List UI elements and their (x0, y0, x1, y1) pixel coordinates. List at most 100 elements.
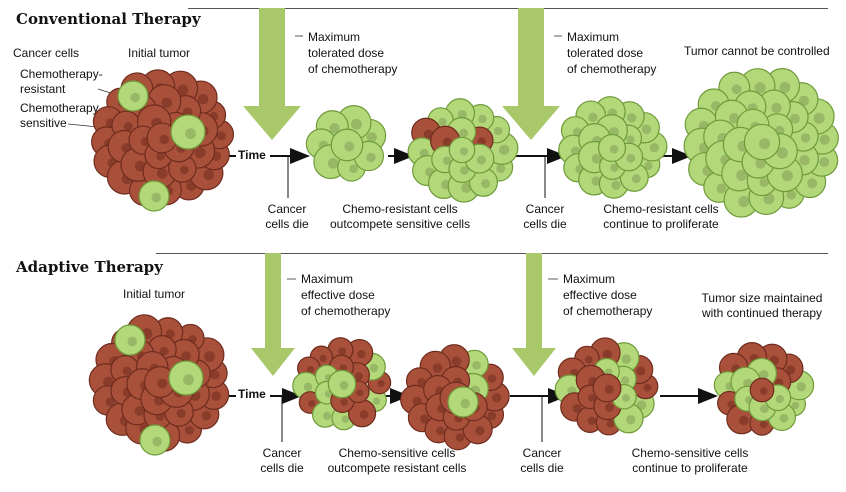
cell-nucleus (798, 95, 810, 107)
cell-nucleus (472, 360, 481, 370)
cell-nucleus (197, 93, 209, 105)
resistant-label-line2: resistant (20, 82, 66, 96)
cell-nucleus (354, 372, 363, 381)
cell-nucleus (813, 112, 825, 124)
cell-nucleus (105, 397, 115, 407)
cell-nucleus (641, 124, 652, 135)
cell-nucleus (727, 400, 735, 409)
dose-label-2-line1: Maximum (567, 30, 620, 44)
proliferate-label-adaptive-line2: continue to proliferate (632, 461, 748, 475)
cell-nucleus (357, 349, 366, 359)
cell-nucleus (716, 183, 727, 194)
cell-nucleus (604, 384, 614, 394)
cell-nucleus (417, 378, 426, 387)
cell-nucleus (572, 403, 582, 413)
adaptive-dose-label-1-line2: effective dose (301, 288, 375, 302)
cell-nucleus (496, 164, 506, 173)
post-dose-tumor-conventional-1 (305, 105, 387, 182)
cell-nucleus (359, 410, 369, 419)
outcome-label-adaptive-line1: Tumor size maintained (701, 291, 823, 305)
cell-nucleus (151, 192, 162, 203)
cell-nucleus (152, 436, 163, 447)
cell-nucleus (122, 366, 132, 376)
cell-nucleus (492, 393, 502, 403)
cell-nucleus (636, 366, 646, 376)
sensitive-label-line1: Chemotherapy- (20, 101, 103, 115)
initial-tumor-adaptive (88, 314, 230, 456)
time-label-adaptive: Time (238, 387, 266, 401)
cell-nucleus (499, 144, 510, 156)
dose-arrow-adaptive-1 (251, 253, 295, 376)
cell-nucleus (602, 349, 613, 360)
adaptive-dose-label-1-line3: of chemotherapy (301, 304, 391, 318)
cell-nucleus (442, 137, 453, 148)
cell-nucleus (487, 411, 497, 421)
cell-nucleus (349, 164, 358, 174)
cell-nucleus (461, 182, 472, 193)
cell-nucleus (341, 415, 350, 423)
sensitive-label-line2: sensitive (20, 116, 67, 130)
cell-nucleus (303, 382, 313, 392)
cell-nucleus (807, 178, 818, 189)
cell-nucleus (103, 376, 114, 388)
cell-nucleus (487, 374, 497, 383)
cell-nucleus (308, 400, 316, 408)
cell-nucleus (779, 413, 789, 423)
cell-nucleus (460, 398, 471, 409)
initial-tumor-label-conventional: Initial tumor (128, 46, 191, 60)
compete-tumor-adaptive (400, 344, 510, 451)
cell-nucleus (459, 147, 468, 156)
cell-nucleus (307, 365, 315, 374)
adaptive-cells-die-2-line2: cells die (520, 461, 564, 475)
cell-nucleus (644, 161, 653, 171)
time-label-conventional: Time (238, 148, 266, 162)
cell-nucleus (786, 365, 796, 375)
cell-nucleus (159, 134, 169, 145)
cell-nucleus (728, 113, 740, 124)
uncontrolled-tumor (683, 68, 839, 218)
cell-nucleus (134, 406, 145, 416)
dose-arrow-conventional-2 (502, 8, 560, 140)
cell-nucleus (759, 387, 768, 395)
cell-nucleus (159, 346, 169, 356)
conventional-therapy-title: Conventional Therapy (16, 10, 201, 28)
adaptive-cells-die-1-line2: cells die (260, 461, 304, 475)
cell-nucleus (799, 155, 810, 166)
cell-nucleus (475, 426, 485, 436)
cell-nucleus (181, 351, 192, 362)
cell-nucleus (319, 354, 327, 362)
section-divider-middle (156, 253, 828, 254)
cell-nucleus (432, 363, 443, 373)
cell-nucleus (340, 398, 348, 406)
adaptive-cells-die-1-line1: Cancer (262, 446, 302, 460)
cell-nucleus (739, 415, 749, 426)
cell-nucleus (185, 128, 196, 140)
cell-nucleus (763, 193, 775, 205)
outcome-label-adaptive-line2: with continued therapy (701, 306, 823, 320)
cell-nucleus (738, 196, 750, 208)
cell-nucleus (344, 141, 355, 152)
compete-label-conventional-line1: Chemo-resistant cells (342, 202, 458, 216)
cell-nucleus (584, 355, 593, 364)
cell-nucleus (327, 157, 339, 169)
cell-nucleus (123, 122, 133, 132)
cell-nucleus (130, 92, 141, 103)
cell-nucleus (643, 383, 652, 392)
compete-label-adaptive-line2: outcompete resistant cells (327, 461, 467, 475)
dose-arrow-adaptive-2 (512, 253, 556, 376)
cell-nucleus (771, 102, 782, 114)
adaptive-dose-label-2-line1: Maximum (563, 272, 616, 286)
dose-label-1-line2: tolerated dose (308, 46, 385, 60)
cell-nucleus (436, 426, 445, 436)
cell-nucleus (626, 153, 636, 163)
cell-nucleus (157, 378, 168, 389)
cell-nucleus (627, 113, 637, 123)
cell-nucleus (819, 134, 830, 145)
initial-tumor-label-adaptive: Initial tumor (123, 287, 186, 301)
cell-nucleus (781, 170, 793, 182)
cell-nucleus (759, 369, 769, 380)
adaptive-dose-label-2-line2: effective dose (563, 288, 637, 302)
compete-tumor-conventional (407, 98, 519, 203)
cell-nucleus (759, 420, 768, 429)
dose-label-2-line2: tolerated dose (567, 46, 644, 60)
